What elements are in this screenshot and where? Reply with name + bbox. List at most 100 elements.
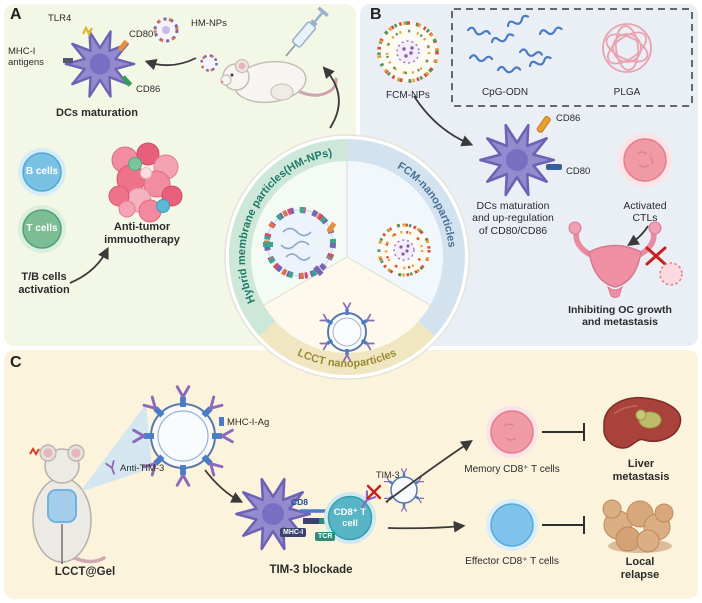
oc-tumor-icon: [659, 262, 683, 286]
dcs-upregulation-line3: of CD80/CD86: [478, 224, 548, 237]
hm-nanoparticle-center: [263, 207, 337, 279]
cd86-receptor-icon: [121, 75, 133, 87]
cd80-receptor-icon: [117, 39, 129, 52]
memory-cell: [486, 406, 538, 458]
hmnps-label: HM-NPs: [191, 18, 227, 29]
mhc-antigens-line1: MHC-I: [8, 46, 36, 57]
x-mark-icon: [645, 246, 667, 266]
fcmnps-label: FCM-NPs: [386, 90, 430, 101]
local-relapse-line1: Local: [625, 556, 655, 568]
inhibiting-oc-label: Inhibiting OC growth and metastasis: [554, 304, 686, 329]
zoom-beam: [80, 404, 152, 492]
fcm-nanoparticle-center: [377, 223, 431, 277]
hm-np-particle: [153, 17, 179, 43]
activated-ctls-line1: Activated: [623, 200, 667, 212]
tlr4-receptor-icon: [82, 25, 93, 37]
tim3-block-x-icon: [366, 484, 382, 500]
cd80-b-label: CD80: [566, 166, 591, 177]
mhc-i-bar-icon: [303, 518, 319, 524]
liver-metastasis-line1: Liver: [627, 458, 655, 470]
mouse-c: [29, 444, 106, 564]
t-cell: [18, 205, 66, 253]
antitumor-label: Anti-tumor immuotherapy: [94, 221, 190, 247]
fcm-band: [346, 139, 465, 336]
inhibiting-oc-line1: Inhibiting OC growth: [568, 304, 672, 316]
t-cells-label: T cells: [26, 223, 58, 234]
memory-cells-label: Memory CD8⁺ T cells: [464, 464, 560, 475]
anti-tim3-label: Anti-TIM-3: [120, 463, 165, 474]
sector-dividers: [244, 139, 450, 317]
tim3-label: TIM-3: [376, 470, 400, 480]
dcs-upregulation-line2: and up-regulation: [472, 212, 554, 225]
panel-c-letter: C: [10, 354, 22, 371]
syringe-icon: [285, 6, 329, 57]
inhibit-local-icon: [542, 516, 585, 534]
mhc-ag-icon: [219, 417, 224, 426]
arrow-ctl-to-uterus: [627, 225, 649, 246]
fcm-np: [377, 21, 439, 83]
liver-metastasis-line2: metastasis: [612, 470, 670, 483]
anti-tim3-icon: [105, 460, 115, 475]
red-mark-icon: [29, 447, 40, 456]
local-relapse-line2: relapse: [620, 568, 660, 581]
dc-a-nucleus: [89, 53, 111, 75]
mhc-antigens-label: MHC-I antigens: [8, 46, 44, 68]
effector-cell: [486, 499, 538, 551]
mhc-antigens-line2: antigens: [8, 57, 44, 69]
plga-mesh: [602, 23, 652, 73]
uterus: [568, 221, 683, 298]
local-tumor: [602, 499, 674, 553]
panel-b-letter: B: [370, 6, 382, 23]
mhc-i-ag-label: MHC-I-Ag: [227, 417, 270, 428]
lcct-band: [259, 321, 435, 375]
tlr4-label: TLR4: [48, 13, 72, 24]
cd80-label: CD80: [129, 29, 154, 40]
activated-ctls-line2: CTLs: [632, 212, 658, 225]
tumor-cluster: [108, 142, 183, 223]
panel-b-art: [377, 8, 693, 298]
tim3-blockade-label: TIM-3 blockade: [269, 564, 353, 576]
cd8-t-cell-line1: CD8⁺ T: [333, 507, 367, 518]
cd80-receptor-b-icon: [546, 164, 562, 170]
activation-label: T/B cells activation: [6, 271, 82, 297]
effector-cells-label: Effector CD8⁺ T cells: [465, 556, 559, 567]
arrow-to-mouse: [322, 66, 340, 129]
activated-ctl-cell: [618, 133, 672, 187]
liver-metastasis-label: Liver metastasis: [606, 458, 676, 484]
arrow-activation: [69, 246, 109, 284]
liver: [603, 396, 682, 449]
tcr-tag: TCR: [315, 532, 336, 541]
arrow-to-effector: [387, 520, 466, 533]
dcs-upregulation-label: DCs maturation and up-regulation of CD80…: [452, 200, 574, 237]
arrow-np-to-dc: [144, 57, 197, 71]
b-cell: [18, 148, 66, 196]
dc-b-nucleus: [506, 149, 528, 171]
gel-patch-icon: [47, 489, 77, 523]
plga-label: PLGA: [613, 87, 641, 98]
panel-a-letter: A: [10, 6, 22, 23]
cd86-b-label: CD86: [556, 113, 581, 124]
activation-line2: activation: [18, 283, 70, 296]
dcs-upregulation-line1: DCs maturation: [476, 200, 550, 212]
inhibiting-oc-line2: and metastasis: [582, 316, 658, 329]
cd86-label: CD86: [136, 84, 161, 95]
hm-np-particle-small: [200, 54, 218, 72]
cd86-receptor-b-icon: [536, 116, 551, 133]
arrow-fcm-to-dc: [413, 95, 474, 147]
hm-band: [229, 139, 348, 336]
central-wheel: Hybrid membrane particles(HM-NPs) FCM-na…: [224, 134, 470, 380]
inhibit-liver-icon: [542, 423, 585, 441]
antitumor-line2: immuotherapy: [104, 233, 180, 246]
cpg-odn-strands: [466, 13, 564, 75]
cd8-t-cell-line2: cell: [342, 518, 358, 530]
lcct-gel-label: LCCT@Gel: [54, 566, 116, 578]
local-relapse-label: Local relapse: [605, 556, 675, 582]
antitumor-line1: Anti-tumor: [113, 221, 171, 233]
mhc-receptor-icon: [63, 58, 73, 63]
cpg-odn-label: CpG-ODN: [481, 87, 529, 98]
activation-line1: T/B cells: [21, 271, 67, 283]
mhc-i-tag: MHC-I: [280, 528, 307, 537]
lcct-nanoparticle-center: [319, 302, 375, 362]
